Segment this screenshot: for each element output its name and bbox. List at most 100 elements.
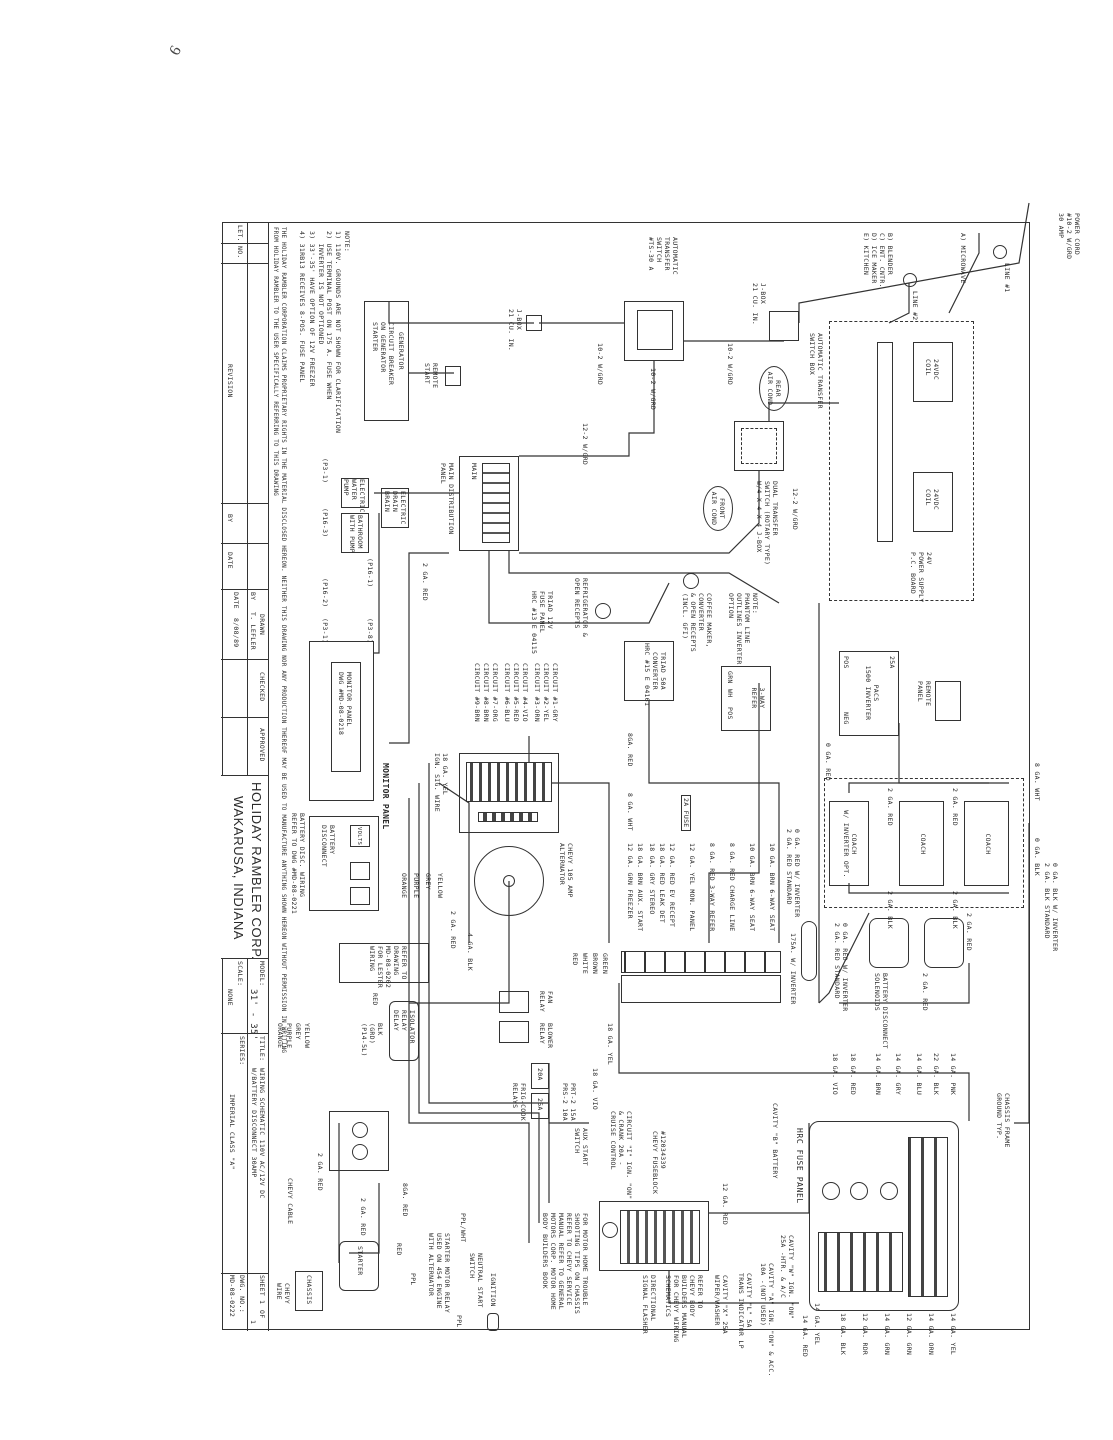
wire-list-item: 8 GA. RED 3-WAY REFER — [708, 843, 716, 932]
remote-start-switch[interactable] — [445, 366, 461, 386]
battery-disconnect-label: BATTERY DISCONNECT — [320, 825, 336, 868]
wire-color-label: GREY — [424, 873, 432, 890]
battery-disconnect-solenoid-1 — [924, 918, 964, 968]
page-mark: 6 — [166, 43, 185, 59]
wire-dual-transfer — [519, 471, 760, 554]
refer-drawing-label: REFER TO DRAWING MD-08-0202 FOR LESTER W… — [368, 946, 408, 989]
rear-air-conditioner-label: REAR AIR COND — [766, 371, 782, 406]
wire-label: 10-2 W/GRD — [596, 343, 604, 386]
connector-label: (P3-8) — [366, 618, 374, 644]
line-2-receptacle-icon — [903, 273, 917, 287]
series-label: SERIES: — [238, 1036, 246, 1066]
neutral-start-label: NEUTRAL START SWITCH — [468, 1253, 484, 1308]
chevy-fuseblock — [599, 1201, 709, 1271]
wire-dual-ats — [768, 402, 839, 421]
fuse-circuit: CIRCUIT #6-BLU — [503, 663, 511, 722]
relay-25a: 25A — [531, 1093, 549, 1119]
disconnect-switch-2[interactable] — [350, 887, 370, 905]
disconnect-switch-1[interactable] — [350, 862, 370, 880]
rotary-contacts-icon — [741, 428, 777, 464]
alternator-shaft-icon — [503, 875, 515, 887]
electric-drain-label: ELECTRIC DRAIN BRAIN — [383, 491, 407, 525]
wire-label: 14 GA. RED — [801, 1315, 809, 1358]
battery-post-icon — [352, 1122, 368, 1138]
line-1-circuits: a) MICROWAVE — [959, 233, 967, 284]
converter-label: TRIAD 50A CONVERTER HRC #15 E 04161 — [643, 643, 667, 707]
terminal-strip — [877, 342, 893, 542]
wire-label: 2 GA. RED — [951, 788, 959, 826]
fuse-175-label: 175A. W/ INVERTER — [789, 933, 797, 1005]
ppl-wht-label: PPL/WHT — [459, 1213, 467, 1243]
fuse-row-bottom-icon — [818, 1232, 903, 1292]
title-date: DATE — [226, 552, 234, 569]
ppl-label: PPL — [409, 1273, 417, 1286]
wire-bus-2 — [418, 783, 540, 1223]
coach-battery: COACH — [899, 801, 944, 886]
main-breaker-label: MAIN — [470, 463, 478, 480]
fuse-row-top-icon — [908, 1137, 948, 1297]
bathroom-pump-label: BATHROOM WITH PUMP — [348, 515, 364, 553]
refer-chevy-label: REFER TO CHEVY BODY BUILDERS MANUAL FOR … — [664, 1275, 704, 1343]
chassis-ground-box: CHASSIS — [295, 1271, 323, 1311]
175a-fuse — [801, 921, 817, 981]
flasher-icon — [602, 1222, 618, 1238]
wire-label: 18 GA. YEL — [606, 1023, 614, 1066]
generator: GENERATOR CIRCUIT BREAKER ON GENERATOR S… — [364, 301, 409, 421]
circuit-breaker-icon — [822, 1182, 840, 1200]
starter-relay-label: STARTER MOTOR RELAY USED ON 454 ENGINE W… — [427, 1233, 451, 1314]
wire-bus-3 — [408, 798, 530, 1243]
wire-label: 14 GA. BRN — [874, 1053, 882, 1096]
wire-label: 12 GA. RED — [721, 1183, 729, 1226]
coach-battery-label: COACH W/ INVERTER OPT. — [842, 810, 858, 878]
inverter-pos: POS — [842, 656, 850, 669]
wire-label: 12 GA. GRN — [905, 1313, 913, 1356]
coach-battery-label: COACH — [919, 833, 927, 855]
wire-vio — [548, 1063, 589, 1124]
inverter-cable-note-2: 0 GA. RED W/ INVERTER 2 GA. RED STANDARD — [833, 923, 849, 1012]
generator-label: GENERATOR — [397, 332, 405, 370]
wire-label: 14 GA. GRN — [883, 1313, 891, 1356]
junction-box-2 — [526, 315, 542, 331]
ats-box-label: AUTOMATIC TRANSFER SWITCH BOX — [808, 333, 824, 409]
chevy-wire-label: CHEVY WIRE — [275, 1283, 291, 1305]
refrigerator-recepts-label: REFRIGERATOR & OPEN RECEPTS — [573, 578, 589, 637]
scale-value: NONE — [226, 989, 234, 1006]
hrc-fuse-panel-title: HRC FUSE PANEL — [795, 1128, 804, 1204]
wire-line2 — [888, 283, 910, 324]
main-distribution-panel: MAIN — [459, 456, 519, 551]
wire-color-label: WHITE — [581, 953, 589, 975]
wire-label: 14 GA. ORN — [927, 1313, 935, 1356]
wire-list-item: 10 GA. BRN 6-WAY SEAT — [768, 843, 776, 932]
chevy-fuseblock-label: #12034339 CHEVY FUSEBLOCK — [651, 1131, 667, 1195]
inverter-label: PACS 1500 INVERTER — [864, 665, 880, 721]
sheet-label: SHEET — [258, 1275, 266, 1297]
aux-start-label: AUX START SWITCH — [573, 1128, 589, 1166]
wire-label: 18 GA. RED — [849, 1053, 857, 1096]
inverter-fuse: 25A — [888, 656, 896, 669]
wire-list-item: 8 GA. RED CHARGE LINE — [728, 843, 736, 932]
wire-blk-ground — [1014, 823, 1030, 1124]
cavity-b-label: CAVITY "B" BATTERY — [771, 1103, 779, 1179]
wire-label: 10-2 W/GRD — [649, 368, 657, 411]
sheet-value: 1 — [258, 1300, 266, 1305]
of-value: 1 — [249, 1320, 257, 1325]
wire-line1 — [948, 233, 980, 314]
wire-label: RED — [371, 993, 379, 1006]
fuse-circuit: CIRCUIT #8-BRN — [482, 663, 490, 722]
refer-terminal: GRN — [726, 671, 734, 684]
remote-panel[interactable] — [935, 681, 961, 721]
wire-label: 8 GA. WHT — [1033, 763, 1041, 801]
wire-label: BLK (GRD) (P14-5L) — [360, 1023, 384, 1057]
troubleshoot-note: FOR MOTOR HOME TROUBLE SHOOTING TIPS ON … — [541, 1213, 589, 1315]
fuse-circuit: CIRCUIT #2-YEL — [542, 663, 550, 722]
drawn-label: DRAWN — [258, 614, 266, 636]
wire-label: 8 GA. WHT — [626, 793, 634, 831]
automatic-transfer-switch — [624, 301, 684, 361]
relay-20a: 20A — [531, 1063, 549, 1089]
wire-ign — [438, 782, 470, 943]
ignition-switch — [487, 1313, 499, 1331]
wire-label: 18 GA. BLK — [839, 1313, 847, 1356]
dual-transfer-switch — [734, 421, 784, 471]
note-item: 3) 33'-35' HAVE OPTION OF 12V FREEZER — [308, 231, 316, 387]
fuse-panel-title: TRIAD 12V FUSE PANEL HRC #13 E 04115 — [530, 591, 554, 655]
